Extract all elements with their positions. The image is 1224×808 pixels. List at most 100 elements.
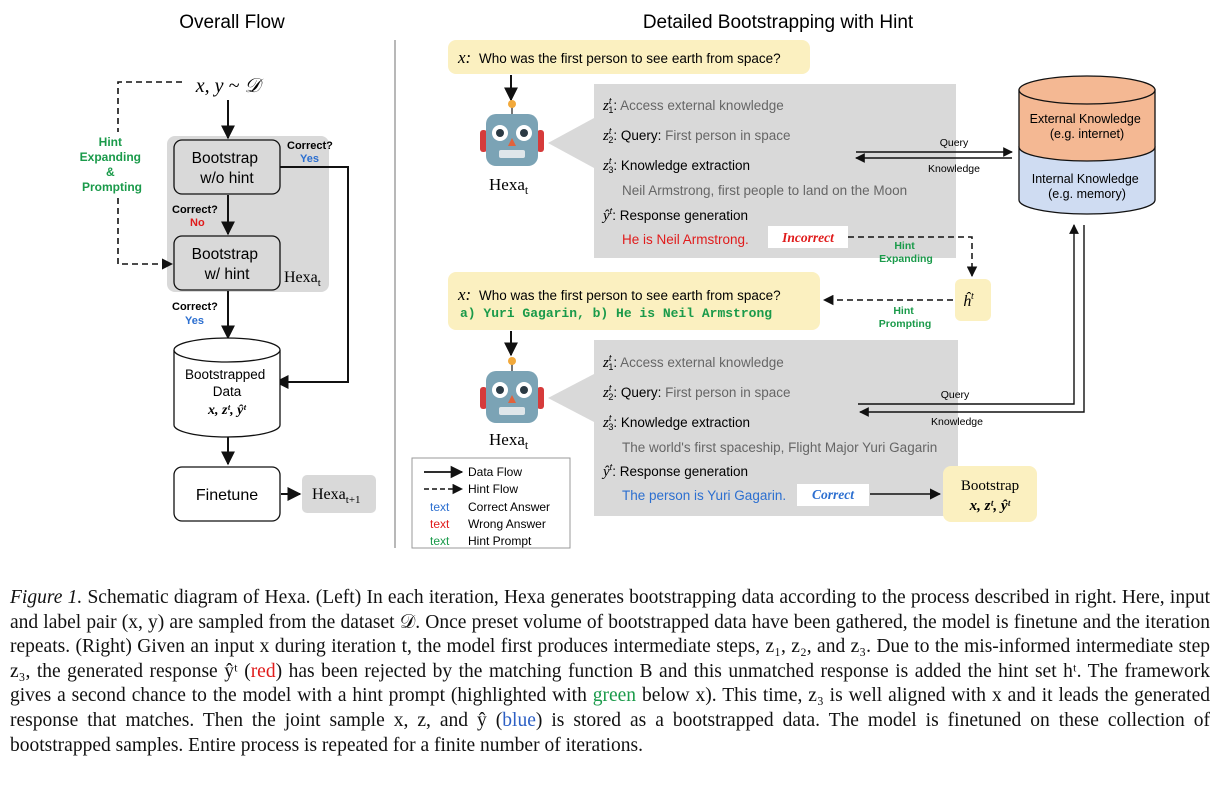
caption-label: Figure 1. — [10, 587, 83, 608]
z3-var-2: z — [602, 415, 609, 431]
z3-value-1: Neil Armstrong, first people to land on … — [622, 183, 907, 198]
z2-value-2: First person in space — [665, 385, 790, 400]
hexa-left-name: Hexa — [284, 269, 318, 286]
hint-loop-label-2: Expanding — [80, 150, 141, 164]
reasoning-panel-1 — [548, 84, 956, 258]
hint-expanding-label: Hint Expanding — [879, 240, 933, 265]
hint-options: a) Yuri Gagarin, b) He is Neil Armstrong — [460, 306, 772, 321]
ext-kb-1: External Knowledge — [1030, 112, 1141, 126]
hint-prompting-label: Hint Prompting — [879, 305, 932, 330]
yes-label-2: Yes — [185, 315, 204, 327]
bootstrap-with-hint-box — [173, 235, 281, 291]
caption-green-word: green — [592, 685, 637, 707]
caption-part-4: ) is stored as a bootstrapped data. The … — [10, 709, 1210, 756]
bootstrap-output-box — [943, 466, 1037, 522]
question-box-1 — [448, 40, 810, 74]
z2-value-1: First person in space — [665, 128, 790, 143]
hexa-left-sub: t — [318, 277, 321, 289]
legend-wrong: Wrong Answer — [468, 517, 546, 531]
question-box-2 — [448, 272, 820, 330]
caption-red-word: red — [250, 660, 276, 682]
left-title: Overall Flow — [179, 12, 285, 33]
bootstrap2-line2: w/ hint — [204, 266, 250, 283]
arrow-yes-to-db — [274, 166, 349, 389]
query-label-1: Query — [940, 137, 969, 149]
query-label-2: Query — [941, 389, 970, 401]
robot-1-sub: t — [525, 183, 529, 197]
z3-label-1: Knowledge extraction — [621, 158, 750, 173]
query-arrow-2 — [858, 224, 1079, 405]
figure-caption: Figure 1. Schematic diagram of Hexa. (Le… — [10, 586, 1210, 758]
legend-sample-green: text — [430, 534, 450, 548]
z1-text-2: Access external knowledge — [620, 355, 784, 370]
int-kb-label: Internal Knowledge (e.g. memory) — [1032, 172, 1143, 201]
hint-loop-label-bg — [78, 132, 158, 198]
caption-part-3: below x). This time, z₃ is well aligned … — [10, 685, 1210, 731]
legend-box — [411, 457, 571, 549]
caption-part-1: Schematic diagram of Hexa. (Left) In eac… — [10, 587, 1210, 682]
correct-badge: Correct — [812, 487, 855, 502]
resp-label-1: Response generation — [620, 208, 748, 223]
z1-text-1: Access external knowledge — [620, 98, 784, 113]
robot-1-label: Hexat — [489, 175, 529, 197]
correct-badge-bg — [797, 484, 869, 506]
z2-label-1: Query — [621, 128, 658, 143]
next-model-name: Hexa — [312, 486, 346, 503]
question-2-text: Who was the first person to see earth fr… — [479, 288, 781, 303]
finetune-box — [173, 466, 281, 522]
kb-top — [1018, 75, 1156, 105]
bootstrap-without-hint-label: Bootstrap w/o hint — [192, 150, 263, 187]
z3-label-2: Knowledge extraction — [621, 415, 750, 430]
robot-2-sub: t — [525, 438, 529, 452]
right-title: Detailed Bootstrapping with Hint — [643, 12, 914, 33]
resp-value-1: He is Neil Armstrong. — [622, 232, 749, 247]
robot-icon-2 — [480, 357, 544, 423]
cylinder-top — [173, 337, 281, 363]
question-2-var: x: — [457, 285, 471, 304]
bootstrap2-line1: Bootstrap — [192, 246, 258, 263]
z1-var-1: z — [602, 98, 609, 114]
robot-1-name: Hexa — [489, 175, 525, 194]
hint-set-label: ĥt — [963, 291, 974, 310]
question-1-var: x: — [457, 48, 471, 67]
reasoning-panel-2 — [548, 340, 958, 516]
bootstrap-output-title: Bootstrap — [961, 478, 1019, 494]
correct-question-1: Correct? — [287, 140, 333, 152]
hint-prompt-2: Prompting — [879, 318, 932, 330]
z1-var-2: z — [602, 355, 609, 371]
bootstrap1-line2: w/o hint — [199, 170, 254, 187]
z2-label-2: Query — [621, 385, 658, 400]
yes-label-1: Yes — [300, 153, 319, 165]
db-line1: Bootstrapped — [185, 367, 265, 382]
legend-data-flow: Data Flow — [468, 465, 522, 479]
ext-kb-2: (e.g. internet) — [1050, 127, 1124, 141]
resp-line-1: ŷt: Response generation — [601, 206, 748, 224]
int-kb-1: Internal Knowledge — [1032, 172, 1139, 186]
knowledge-arrow-2 — [859, 225, 1085, 417]
hint-expanding-arrow — [848, 236, 978, 278]
hint-loop-label-4: Prompting — [82, 180, 142, 194]
db-line2: Data — [213, 384, 242, 399]
db-vars: x, zᵗ, ŷᵗ — [207, 403, 246, 418]
hint-set-box — [955, 279, 991, 321]
bootstrap-with-hint-label: Bootstrap w/ hint — [192, 246, 263, 283]
hint-exp-1: Hint — [894, 240, 915, 252]
robot-2-label: Hexat — [489, 430, 529, 452]
legend-sample-red: text — [430, 517, 450, 531]
hint-prompt-1: Hint — [893, 305, 914, 317]
correct-question-3: Correct? — [172, 301, 218, 313]
hint-loop-label-1: Hint — [99, 135, 122, 149]
hexa-t-label-left: Hexat — [284, 269, 321, 289]
knowledge-label-2: Knowledge — [931, 416, 983, 428]
legend-sample-blue: text — [430, 500, 450, 514]
resp-label-2: Response generation — [620, 464, 748, 479]
next-model-box — [302, 475, 376, 513]
finetune-label: Finetune — [196, 487, 258, 504]
correct-question-2: Correct? — [172, 204, 218, 216]
ext-kb-label: External Knowledge (e.g. internet) — [1030, 112, 1145, 141]
